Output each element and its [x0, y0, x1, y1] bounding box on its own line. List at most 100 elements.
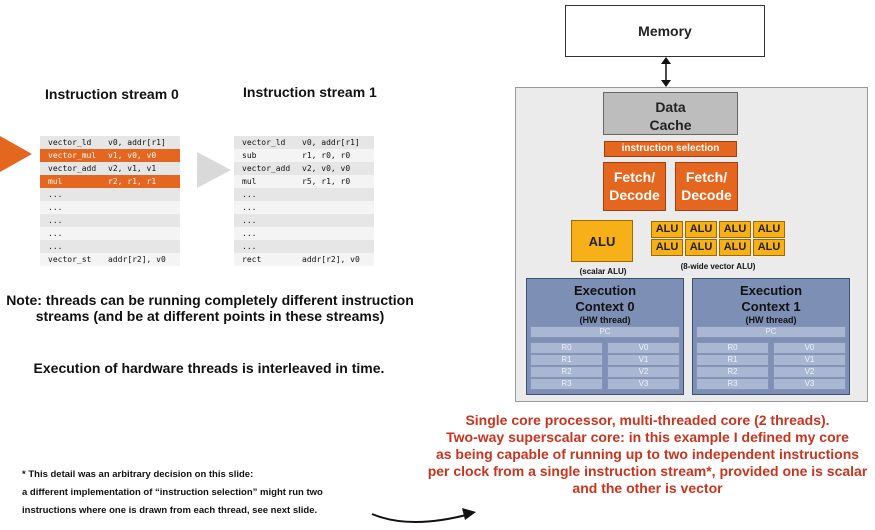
execution-context-0-hw: (HW thread) [579, 315, 631, 325]
execution-context-1-pc: PC [696, 326, 846, 338]
instruction-row: ... [40, 240, 180, 253]
instruction-operands: addr[r2], v0 [108, 255, 166, 264]
vector-alu-lane: ALU [753, 221, 785, 238]
instruction-row: ... [234, 214, 374, 227]
vector-alu-lane: ALU [651, 221, 683, 238]
instruction-operands: v0, addr[r1] [302, 138, 360, 147]
vector-alu-lane: ALU [651, 239, 683, 256]
footnote-line-1: * This detail was an arbitrary decision … [22, 469, 254, 480]
instruction-row: ... [40, 188, 180, 201]
vector-alu-lane: ALU [685, 239, 717, 256]
instruction-opcode: ... [242, 229, 257, 238]
footnote: * This detail was an arbitrary decision … [22, 466, 382, 520]
instruction-row: vector_add v2, v0, v0 [234, 162, 374, 175]
instruction-row: ... [234, 188, 374, 201]
instruction-opcode: vector_add [242, 164, 291, 173]
active-stream-arrow-icon [0, 136, 32, 172]
instruction-operands: v0, addr[r1] [108, 138, 166, 147]
footnote-line-2: a different implementation of “instructi… [22, 487, 323, 498]
instruction-opcode: vector_mul [48, 151, 97, 160]
summary-line-3: as being capable of running up to two in… [435, 446, 860, 462]
scalar-register: R0 [696, 342, 769, 354]
execution-context-0-title-2: Context 0 [575, 299, 635, 314]
execution-context-0-title-1: Execution [573, 283, 637, 298]
instruction-opcode: ... [242, 242, 257, 251]
summary: Single core processor, multi-threaded co… [420, 412, 875, 497]
stream-1-title: Instruction stream 1 [243, 84, 377, 100]
instruction-opcode: vector_add [48, 164, 97, 173]
scalar-alu: ALU [571, 220, 633, 262]
instruction-row: ... [234, 240, 374, 253]
instruction-opcode: ... [48, 216, 63, 225]
vector-alu-lane: ALU [753, 239, 785, 256]
scalar-register: R1 [530, 354, 603, 366]
footnote-line-3: instructions where one is drawn from eac… [22, 505, 318, 516]
summary-line-1: Single core processor, multi-threaded co… [465, 412, 830, 428]
instruction-opcode: ... [48, 190, 63, 199]
fetch-decode-0-line-1: Fetch/ [613, 169, 656, 185]
instruction-row: rect addr[r2], v0 [234, 253, 374, 266]
execution-context-1-title-2: Context 1 [741, 299, 801, 314]
vector-alu-caption: (8-wide vector ALU) [680, 262, 756, 271]
instruction-opcode: ... [48, 242, 63, 251]
instruction-opcode: vector_ld [48, 138, 92, 147]
instruction-row: vector_st addr[r2], v0 [40, 253, 180, 266]
instruction-opcode: ... [242, 216, 257, 225]
vector-alu-lane: ALU [719, 239, 751, 256]
instruction-row: ... [40, 227, 180, 240]
instruction-operands: v2, v0, v0 [302, 164, 351, 173]
footnote-arrow-icon [371, 508, 476, 523]
execution-context-1-hw: (HW thread) [745, 315, 797, 325]
vector-register: V1 [607, 354, 680, 366]
vector-register: V2 [773, 366, 846, 378]
instruction-operands: addr[r2], v0 [302, 255, 360, 264]
instruction-opcode: mul [242, 177, 257, 186]
scalar-register: R1 [696, 354, 769, 366]
vector-register: V0 [773, 342, 846, 354]
execution-context-1-title-1: Execution [739, 283, 803, 298]
execution-context-0-pc: PC [530, 326, 680, 338]
instruction-opcode: vector_st [48, 255, 92, 264]
vector-register: V3 [607, 378, 680, 390]
instruction-row: ... [40, 201, 180, 214]
summary-line-5: and the other is vector [572, 480, 723, 496]
memory-bus-arrow-icon [661, 57, 671, 87]
instruction-opcode: rect [242, 255, 262, 264]
interleave-note: Execution of hardware threads is interle… [33, 360, 385, 376]
inactive-stream-arrow-icon [197, 152, 231, 188]
instruction-selection: instruction selection [604, 141, 737, 157]
vector-register: V0 [607, 342, 680, 354]
instruction-operands: r1, r0, r0 [302, 151, 351, 160]
instruction-opcode: sub [242, 151, 257, 160]
instruction-opcode: ... [48, 203, 63, 212]
instruction-row: vector_ld v0, addr[r1] [234, 136, 374, 149]
instruction-operands: r2, r1, r1 [108, 177, 157, 186]
instruction-row: sub r1, r0, r0 [234, 149, 374, 162]
fetch-decode-1-line-2: Decode [681, 187, 732, 203]
fetch-decode-1: Fetch/ Decode [675, 162, 738, 211]
instruction-opcode: vector_ld [242, 138, 286, 147]
data-cache: Data Cache [603, 92, 738, 135]
instruction-row: ... [40, 214, 180, 227]
instruction-row: ... [234, 201, 374, 214]
instruction-opcode: ... [48, 229, 63, 238]
scalar-register: R0 [530, 342, 603, 354]
scalar-register: R2 [530, 366, 603, 378]
scalar-register: R3 [530, 378, 603, 390]
summary-line-4: per clock from a single instruction stre… [427, 463, 868, 479]
fetch-decode-0: Fetch/ Decode [603, 162, 666, 211]
scalar-register: R3 [696, 378, 769, 390]
vector-register: V1 [773, 354, 846, 366]
